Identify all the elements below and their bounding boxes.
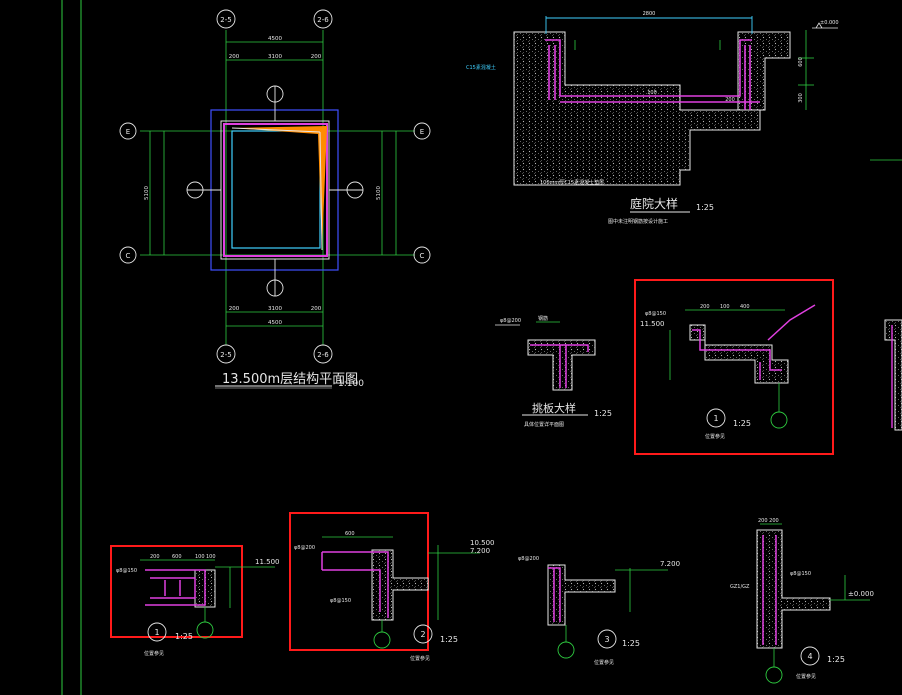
courtyard-dim-mid: 100 <box>647 90 657 96</box>
detail-box-elev: 11.500 <box>640 320 665 328</box>
plan-dim-bottom-total: 4500 <box>268 320 282 326</box>
courtyard-dim-top: 2800 <box>643 11 656 17</box>
courtyard-dim-right-a: 600 <box>798 57 804 67</box>
courtyard-label-bottom: 100mm厚C15素混凝土垫层 <box>540 179 604 186</box>
detail2-dims-top: 600 <box>345 531 355 537</box>
detail1-dim-2: 100 <box>195 554 205 560</box>
detail2-scale: 1:25 <box>440 635 458 644</box>
courtyard-elev: ±0.000 <box>820 20 839 26</box>
plan-dim-bottom-b: 3100 <box>268 306 282 312</box>
detail4-label-left: GZ1/GZ <box>730 584 750 590</box>
eave-label: 钢筋 <box>538 315 548 322</box>
detail4-rebar: φ8@150 <box>790 571 811 577</box>
detail1-caption: 位置参见 <box>144 650 164 657</box>
detail2-elev-b: 7.200 <box>470 547 490 555</box>
courtyard-scale: 1:25 <box>696 203 714 212</box>
courtyard-dim-right-b: 300 <box>798 93 804 103</box>
plan-dim-left: 5100 <box>144 186 150 200</box>
eave-detail <box>495 321 596 416</box>
highlight-box-upper <box>634 279 834 455</box>
detail4-scale: 1:25 <box>827 655 845 664</box>
detail-box-dim-1: 100 <box>720 304 730 310</box>
detail1-number: 1 <box>154 628 159 637</box>
detail-box-scale: 1:25 <box>733 419 751 428</box>
detail1-rebar: φ8@150 <box>116 568 137 574</box>
detail-box-caption: 位置参见 <box>705 433 725 440</box>
detail4-number: 4 <box>807 652 812 661</box>
detail3-scale: 1:25 <box>622 639 640 648</box>
detail4-caption: 位置参见 <box>796 673 816 680</box>
courtyard-note: 图中未注明钢筋按设计施工 <box>608 218 668 225</box>
plan-axis-top-right: 2-6 <box>317 16 329 24</box>
courtyard-detail <box>513 16 838 213</box>
detail1-scale: 1:25 <box>175 632 193 641</box>
detail-box-drawing <box>669 304 816 429</box>
detail2-caption: 位置参见 <box>410 655 430 662</box>
plan-dim-top-b: 3100 <box>268 54 282 60</box>
eave-title: 挑板大样 <box>532 401 576 415</box>
detail3-drawing <box>547 564 668 659</box>
eave-subtitle: 具体位置详平面图 <box>524 421 564 428</box>
detail3-elev: 7.200 <box>660 560 680 568</box>
detail-box-rebar: φ8@150 <box>645 311 666 317</box>
plan-dim-top-a: 200 <box>229 54 240 60</box>
detail2-rebar-b: φ8@150 <box>330 598 351 604</box>
detail3-number: 3 <box>604 635 609 644</box>
plan-dim-right: 5100 <box>376 186 382 200</box>
detail1-elev: 11.500 <box>255 558 280 566</box>
plan-axis-top-left: 2-5 <box>220 16 231 24</box>
plan-axis-bottom-right: 2-6 <box>317 351 329 359</box>
detail1-dim-0: 200 <box>150 554 160 560</box>
plan-dim-bottom-a: 200 <box>229 306 240 312</box>
courtyard-title: 庭院大样 <box>630 196 678 211</box>
plan-axis-bottom-left: 2-5 <box>220 351 231 359</box>
plan-dim-top-c: 200 <box>311 54 322 60</box>
detail4-elev: ±0.000 <box>848 590 874 598</box>
detail-box-dim-0: 200 <box>700 304 710 310</box>
detail3-caption: 位置参见 <box>594 659 614 666</box>
detail1-dim-3: 100 <box>206 554 216 560</box>
clipped-right-details <box>870 159 902 431</box>
plan-dim-top-total: 4500 <box>268 36 282 42</box>
plan-axis-right-bottom: C <box>420 252 425 260</box>
plan-axis-right-top: E <box>420 128 424 136</box>
plan-axis-left-top: E <box>126 128 130 136</box>
detail3-rebar: φ8@200 <box>518 556 539 562</box>
eave-scale: 1:25 <box>594 409 612 418</box>
courtyard-dim-b: 200 <box>725 97 735 103</box>
detail4-drawing <box>756 523 870 684</box>
plan-scale: 1:100 <box>338 379 364 389</box>
frame-lines <box>61 0 82 695</box>
plan-dim-bottom-c: 200 <box>311 306 322 312</box>
structural-plan <box>119 9 431 389</box>
courtyard-label-left: C15素混凝土 <box>466 64 496 71</box>
detail2-rebar: φ8@200 <box>294 545 315 551</box>
detail1-dim-1: 600 <box>172 554 182 560</box>
detail-box-dim-2: 400 <box>740 304 750 310</box>
highlight-box-detail1 <box>110 545 243 638</box>
detail1-drawing <box>140 559 275 642</box>
eave-rebar: φ8@200 <box>500 318 521 324</box>
detail4-dims-top: 200 200 <box>758 518 779 524</box>
detail2-elev-a: 10.500 <box>470 539 495 547</box>
plan-title: 13.500m层结构平面图 <box>222 372 358 387</box>
detail2-number: 2 <box>420 630 425 639</box>
plan-axis-left-bottom: C <box>126 252 131 260</box>
detail2-drawing <box>321 536 480 649</box>
detail-box-number: 1 <box>713 414 718 423</box>
